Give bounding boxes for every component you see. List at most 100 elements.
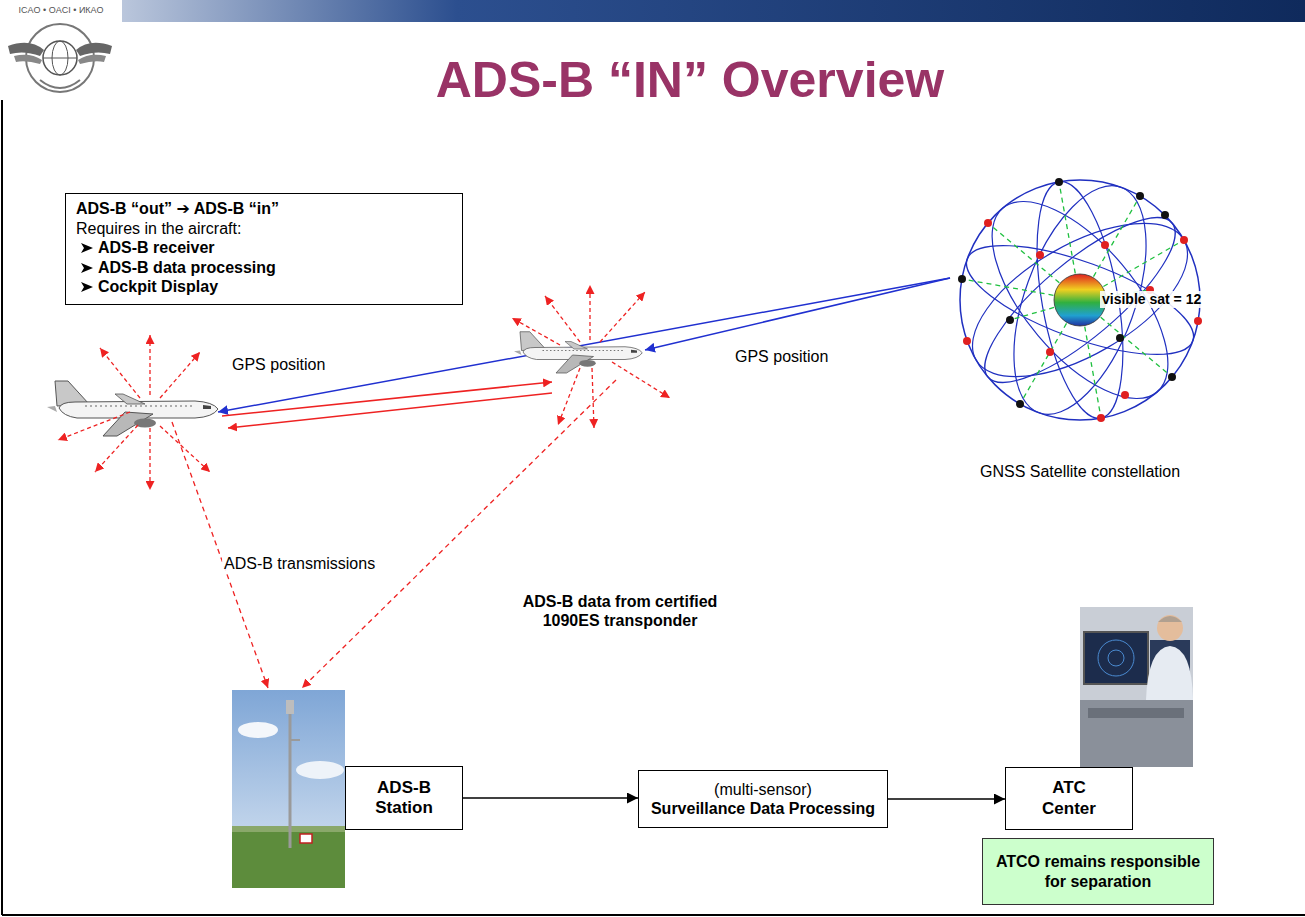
atc-controller-photo-part [1088, 708, 1184, 718]
constellation-caption: GNSS Satellite constellation [980, 462, 1180, 481]
ground-station-photo-part [232, 690, 345, 888]
icao-emblem-part [0, 0, 122, 100]
flow-arrow [463, 797, 638, 799]
flow-arrow [888, 798, 1005, 800]
gnss-constellation-part [1121, 391, 1129, 399]
atc-center-box: ATC Center [1005, 767, 1133, 830]
gnss-constellation-part [1194, 317, 1202, 325]
signal-label: GPS position [232, 355, 325, 374]
broadcast-rays-part [95, 425, 138, 472]
bullet-item: Cockpit Display [76, 277, 452, 297]
gnss-constellation-part [1180, 236, 1188, 244]
ground-station-photo-part [300, 834, 312, 843]
gnss-constellation-part [1046, 348, 1054, 356]
gnss-constellation-part [954, 223, 1206, 377]
gnss-constellation-part [1036, 251, 1044, 259]
gnss-constellation [949, 168, 1212, 431]
bullet-arrow [80, 262, 94, 274]
gnss-constellation-part [1016, 400, 1024, 408]
broadcast-rays-part [149, 335, 150, 395]
atc-controller-photo [1080, 607, 1193, 767]
gnss-constellation-part [1116, 334, 1124, 342]
atc-controller-photo-part [1098, 640, 1134, 676]
broadcast-rays-part [160, 352, 200, 398]
ground-station-photo-part [238, 722, 278, 738]
gnss-constellation-part [1161, 211, 1169, 219]
box-label: ADS-B Station [364, 778, 444, 819]
emblem-text: ICAO • OACI • ИКАО [8, 5, 114, 16]
box-label: Surveillance Data Processing [651, 799, 875, 818]
broadcast-rays-part [592, 368, 594, 428]
header-band-part [0, 0, 1305, 22]
slide-title: ADS-B “IN” Overview [340, 50, 1040, 110]
icao-emblem [0, 0, 122, 100]
broadcast-rays-part [545, 296, 580, 342]
box-label: ATC Center [1032, 778, 1107, 819]
air-to-air-link [222, 382, 552, 428]
box-label: (multi-sensor) [714, 780, 812, 799]
atc-controller-photo-part [1158, 616, 1182, 622]
slide-frame-part [1, 20, 3, 915]
gps-signal-part [645, 278, 950, 350]
gnss-constellation-part [1054, 274, 1106, 326]
icao-emblem-part [8, 43, 44, 56]
bullet-item: ADS-B data processing [76, 258, 452, 278]
processing-box: (multi-sensor)Surveillance Data Processi… [638, 770, 888, 828]
ground-station-photo-part [286, 700, 294, 714]
slide-frame-part [2, 914, 1305, 916]
bullet-arrow-shape [81, 243, 93, 253]
gnss-constellation-part [1006, 316, 1014, 324]
gnss-constellation-part [1101, 241, 1109, 249]
satellite-count: visible sat = 12 [1100, 291, 1203, 308]
requirements-box: ADS-B “out” ➔ ADS-B “in”Requires in the … [65, 193, 463, 305]
atc-controller-photo-part [1146, 646, 1193, 700]
gnss-constellation-part [984, 219, 992, 227]
bullet-item: ADS-B receiver [76, 238, 452, 258]
atc-controller-photo-part [1157, 615, 1183, 641]
box-heading: ADS-B “out” ➔ ADS-B “in” [76, 199, 452, 219]
bullet-arrow-shape [81, 263, 93, 273]
broadcast-rays-part [589, 285, 590, 340]
ground-station-photo-part [296, 761, 344, 779]
icao-emblem-part [40, 80, 80, 88]
gnss-constellation-part [1055, 178, 1063, 186]
signal-label: GPS position [735, 347, 828, 366]
icao-emblem-part [76, 43, 112, 56]
aircraft [47, 332, 642, 436]
broadcast-rays-part [600, 292, 645, 342]
aircraft-part [47, 381, 218, 436]
broadcast-rays-part [512, 318, 560, 345]
icao-emblem-part [43, 41, 77, 75]
icao-emblem-part [43, 58, 77, 59]
bullet-text: ADS-B data processing [98, 258, 452, 278]
box-label: ATCO remains responsible for separation [991, 852, 1205, 890]
gnss-constellation-part [958, 275, 966, 283]
broadcast-rays-part [100, 348, 140, 398]
broadcast-rays [58, 285, 670, 490]
atc-controller-photo-part [1080, 607, 1193, 767]
transponder-note: ADS-B data from certified 1090ES transpo… [498, 592, 742, 630]
gnss-constellation-part [1097, 414, 1105, 422]
gnss-constellation-part [963, 337, 971, 345]
gnss-constellation-part [1168, 373, 1176, 381]
icao-emblem-part [78, 55, 106, 64]
station-box: ADS-B Station [345, 766, 463, 830]
gnss-constellation-part [1136, 192, 1144, 200]
ground-station-photo [232, 690, 345, 888]
box-text: Requires in the aircraft: [76, 219, 452, 239]
broadcast-rays-part [58, 412, 130, 440]
bullet-arrow [80, 242, 94, 254]
bullet-text: Cockpit Display [98, 277, 452, 297]
broadcast-rays-part [612, 362, 670, 398]
atc-controller-photo-part [1084, 632, 1148, 684]
atc-controller-photo-part [1080, 700, 1193, 767]
broadcast-rays-part [149, 428, 150, 490]
aircraft-part [514, 332, 642, 373]
air-to-air-link-part [228, 393, 552, 428]
bullet-arrow [80, 281, 94, 293]
header-band [0, 0, 1305, 22]
atc-controller-photo-part [1108, 650, 1124, 666]
broadcast-rays-part [160, 426, 210, 472]
ground-station-photo-part [290, 739, 300, 741]
